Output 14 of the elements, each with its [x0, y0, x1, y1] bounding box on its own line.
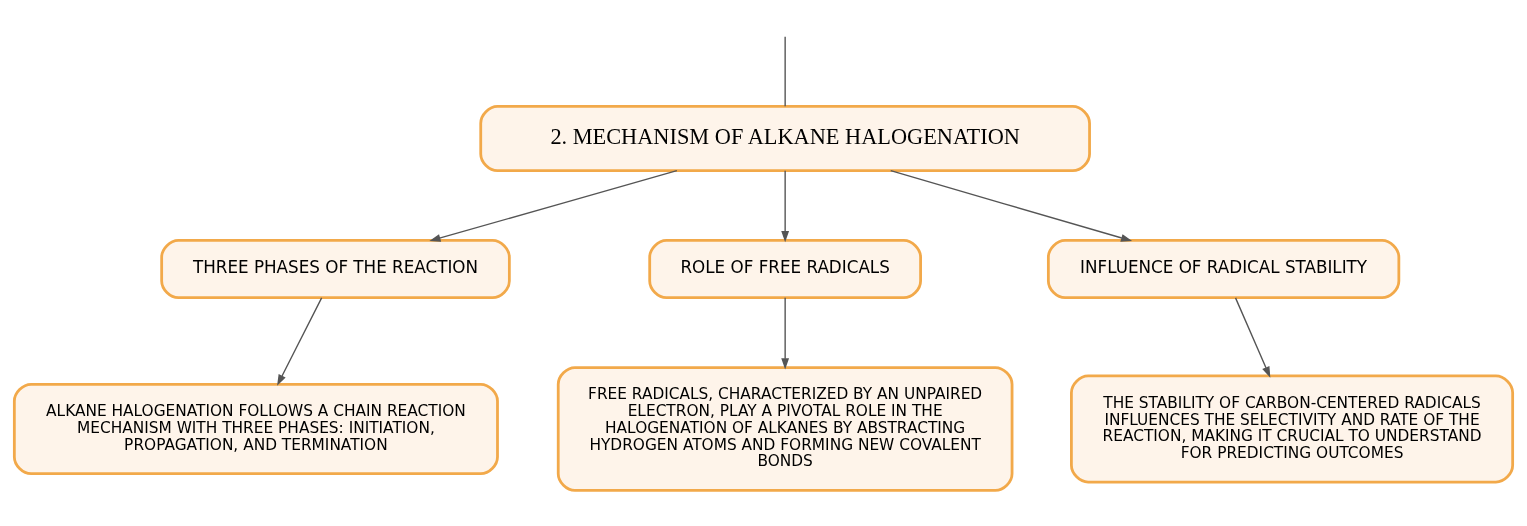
connector [784, 35, 786, 107]
node-box: THREE PHASES OF THE REACTION [160, 239, 511, 300]
node-box: ALKANE HALOGENATION FOLLOWS A CHAIN REACTION MECHANISM WITH THREE PHASES: INITIATION, PROPAGATION, AND TERMINATION [12, 382, 499, 476]
arrow [429, 170, 678, 242]
node-box: ROLE OF FREE RADICALS [648, 239, 922, 300]
node-box: FREE RADICALS, CHARACTERIZED BY AN UNPAIRED ELECTRON, PLAY A PIVOTAL ROLE IN THE HALOGENATION OF ALKANES BY ABSTRACTING HYDROGEN ATOMS AND FORMING NEW COVALENT BONDS [556, 366, 1014, 492]
arrow [890, 170, 1133, 242]
arrow [277, 297, 323, 386]
arrow [781, 170, 790, 243]
arrow [1234, 297, 1271, 378]
node-box: THE STABILITY OF CARBON-CENTERED RADICALS INFLUENCES THE SELECTIVITY AND RATE OF THE REACTION, MAKING IT CRUCIAL TO UNDERSTAND FOR PREDICTING OUTCOMES [1070, 374, 1515, 484]
arrow [781, 297, 790, 370]
node-box: INFLUENCE OF RADICAL STABILITY [1046, 239, 1401, 300]
node-box: 2. MECHANISM OF ALKANE HALOGENATION [479, 105, 1091, 173]
